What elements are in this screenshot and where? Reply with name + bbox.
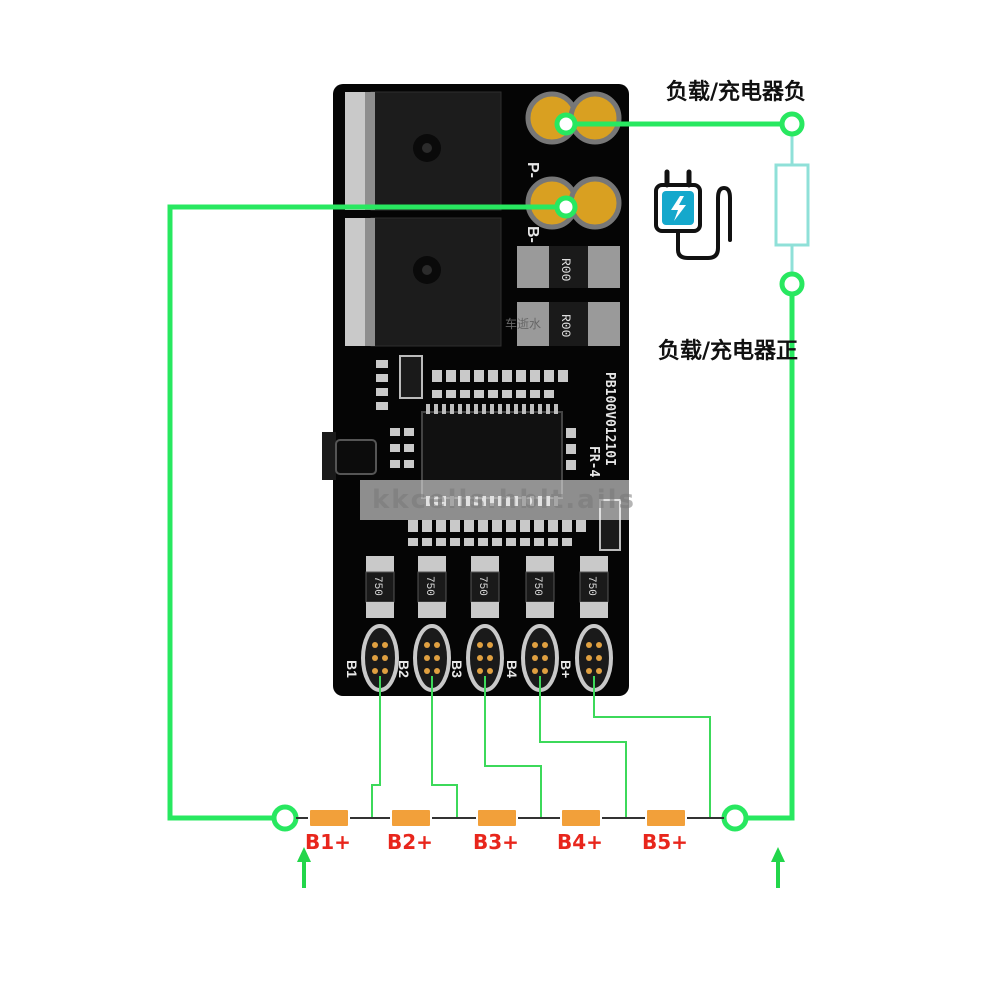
cell-label-5: B5+ bbox=[642, 830, 688, 854]
balance-wire-b1 bbox=[371, 676, 381, 818]
node-battery-positive bbox=[721, 804, 749, 832]
battery-cell-2 bbox=[390, 808, 432, 828]
bms-board: P- B- R00 R00 车逝水 bbox=[322, 84, 629, 696]
battery-cell-3 bbox=[476, 808, 518, 828]
battery-cell-5 bbox=[645, 808, 687, 828]
label-load-charger-positive: 负载/充电器正 bbox=[658, 339, 799, 364]
cell-label-4: B4+ bbox=[557, 830, 603, 854]
balance-pad-label: B2 bbox=[396, 660, 412, 678]
silk-p-minus: P- bbox=[524, 162, 541, 178]
board-code: PB100V01210I bbox=[602, 372, 617, 466]
mosfet-2 bbox=[345, 217, 502, 347]
node-p-minus bbox=[554, 112, 578, 136]
overlay-text: 车逝水 bbox=[505, 316, 541, 331]
balance-pad-b4[interactable]: B4 bbox=[504, 624, 559, 692]
node-battery-negative bbox=[271, 804, 299, 832]
battery-cell-1 bbox=[308, 808, 350, 828]
balance-pad-label: B3 bbox=[449, 660, 465, 678]
cell-label-1: B1+ bbox=[305, 830, 351, 854]
balance-resistors: 750 750 750 750 750 bbox=[365, 556, 609, 618]
balance-resistor-1: 750 bbox=[365, 556, 395, 618]
arrow-up-icon-right bbox=[771, 847, 785, 888]
balance-resistor-4: 750 bbox=[525, 556, 555, 618]
charger-plug-icon bbox=[654, 169, 732, 260]
wire-load-positive bbox=[732, 281, 795, 821]
shunt-marking-1: R00 bbox=[558, 258, 573, 281]
cell-label-3: B3+ bbox=[473, 830, 519, 854]
balance-wires bbox=[371, 676, 711, 818]
balance-wire-b4 bbox=[539, 676, 627, 818]
balance-wire-b3 bbox=[484, 676, 542, 818]
balance-resistor-3: 750 bbox=[470, 556, 500, 618]
balance-resistor-value: 750 bbox=[476, 576, 488, 596]
label-load-charger-negative: 负载/充电器负 bbox=[666, 80, 807, 105]
balance-resistor-2: 750 bbox=[417, 556, 447, 618]
wiring bbox=[167, 121, 795, 821]
balance-pad-b3[interactable]: B3 bbox=[449, 624, 504, 692]
shunt-resistor-2: R00 bbox=[517, 302, 620, 346]
balance-pad-label: B1 bbox=[344, 660, 360, 678]
balance-resistor-value: 750 bbox=[531, 576, 543, 596]
shunt-marking-2: R00 bbox=[558, 314, 573, 337]
balance-wire-b2 bbox=[431, 676, 458, 818]
balance-resistor-5: 750 bbox=[579, 556, 609, 618]
board-material: FR-4 bbox=[586, 446, 601, 477]
smd-components-side bbox=[390, 428, 576, 470]
balance-resistor-value: 750 bbox=[423, 576, 435, 596]
balance-pad-label: B4 bbox=[504, 660, 520, 678]
shunt-resistor-1: R00 bbox=[517, 246, 620, 288]
smd-components-top bbox=[376, 355, 568, 410]
node-load-positive bbox=[779, 271, 805, 297]
balance-wire-b5 bbox=[593, 676, 711, 818]
balance-resistor-value: 750 bbox=[585, 576, 597, 596]
node-load-negative bbox=[779, 111, 805, 137]
balance-pads: B1 B2 B3 B4 B+ bbox=[344, 624, 613, 692]
load-resistor-icon bbox=[774, 163, 810, 247]
watermark: kkcells.hblt.ails bbox=[360, 480, 634, 520]
balance-pad-b1[interactable]: B1 bbox=[344, 624, 399, 692]
cell-label-2: B2+ bbox=[387, 830, 433, 854]
arrow-up-icon-left bbox=[297, 847, 311, 888]
battery-string bbox=[296, 808, 724, 828]
mosfet-1 bbox=[345, 91, 502, 211]
battery-cell-4 bbox=[560, 808, 602, 828]
node-b-minus bbox=[554, 195, 578, 219]
wire-b-minus bbox=[167, 204, 569, 821]
balance-resistor-value: 750 bbox=[371, 576, 383, 596]
balance-pad-label: B+ bbox=[558, 660, 574, 678]
silk-b-minus: B- bbox=[524, 226, 541, 243]
